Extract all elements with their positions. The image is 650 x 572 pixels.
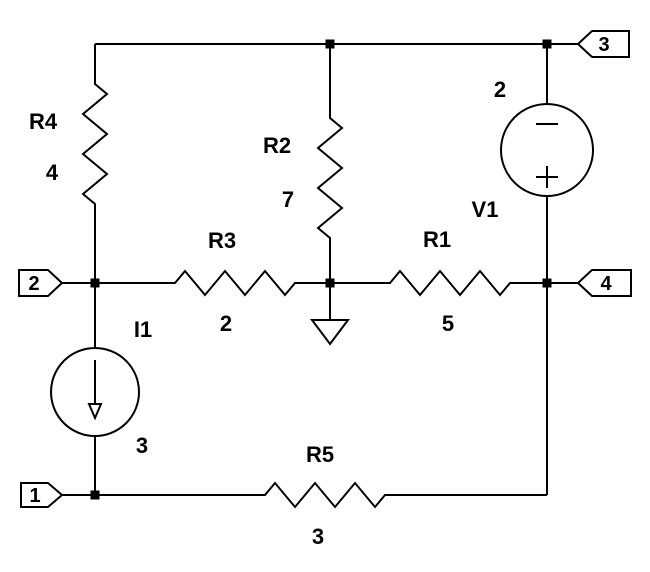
resistor-R5-body[interactable]	[95, 481, 547, 509]
node-flag-2-outline	[18, 269, 64, 297]
node-flag-1-outline	[20, 482, 64, 508]
current-source-I1-value[interactable]: 3	[136, 433, 148, 458]
resistor-R4-value[interactable]: 4	[46, 160, 59, 185]
node-flag-2-label[interactable]: 2	[28, 273, 39, 295]
resistor-R5[interactable]: R5 3	[95, 442, 547, 549]
node-flag-4[interactable]: 4	[547, 269, 632, 297]
resistor-R4[interactable]: R4 4	[29, 44, 109, 283]
junction-dot-node4	[542, 278, 552, 288]
node-flag-1[interactable]: 1	[20, 482, 95, 508]
resistor-R4-body[interactable]	[81, 44, 109, 283]
current-source-I1[interactable]: I1 3	[50, 283, 152, 495]
node-flag-3-label[interactable]: 3	[598, 34, 609, 56]
resistor-R5-value[interactable]: 3	[312, 524, 324, 549]
resistor-R3-label[interactable]: R3	[208, 228, 236, 253]
node-flag-3-outline	[576, 30, 630, 58]
ground-triangle	[310, 319, 350, 346]
resistor-R3-body[interactable]	[95, 269, 330, 297]
node-flag-1-label[interactable]: 1	[29, 485, 40, 507]
junctions	[90, 39, 552, 500]
resistor-R1-value[interactable]: 5	[442, 311, 454, 336]
junction-dot-top-middle	[325, 39, 335, 49]
junction-dot-node2	[90, 278, 100, 288]
resistor-R5-label[interactable]: R5	[306, 442, 334, 467]
node-flag-3[interactable]: 3	[547, 30, 630, 58]
resistor-R1[interactable]: R1 5	[330, 227, 547, 336]
voltage-source-V1[interactable]: V1 2	[472, 44, 594, 283]
node-flag-2[interactable]: 2	[18, 269, 95, 297]
voltage-source-V1-value[interactable]: 2	[494, 77, 506, 102]
resistor-R2-label[interactable]: R2	[263, 133, 291, 158]
resistor-R3-value[interactable]: 2	[220, 311, 232, 336]
junction-dot-top-right	[542, 39, 552, 49]
resistor-R4-label[interactable]: R4	[29, 109, 58, 134]
resistor-R2-body[interactable]	[316, 44, 344, 283]
voltage-source-V1-label[interactable]: V1	[472, 197, 499, 222]
resistor-R2-value[interactable]: 7	[282, 187, 294, 212]
resistor-R1-label[interactable]: R1	[423, 227, 451, 252]
current-arrow-head	[87, 403, 103, 421]
node-flag-4-label[interactable]: 4	[600, 273, 612, 295]
node-flag-4-outline	[576, 269, 632, 297]
resistor-R3[interactable]: R3 2	[95, 228, 330, 336]
resistor-R1-body[interactable]	[330, 269, 547, 297]
junction-dot-middle	[325, 278, 335, 288]
current-source-I1-label[interactable]: I1	[134, 317, 152, 342]
resistor-R2[interactable]: R2 7	[263, 44, 344, 283]
junction-dot-node1	[90, 490, 100, 500]
ground-symbol[interactable]	[310, 283, 350, 346]
